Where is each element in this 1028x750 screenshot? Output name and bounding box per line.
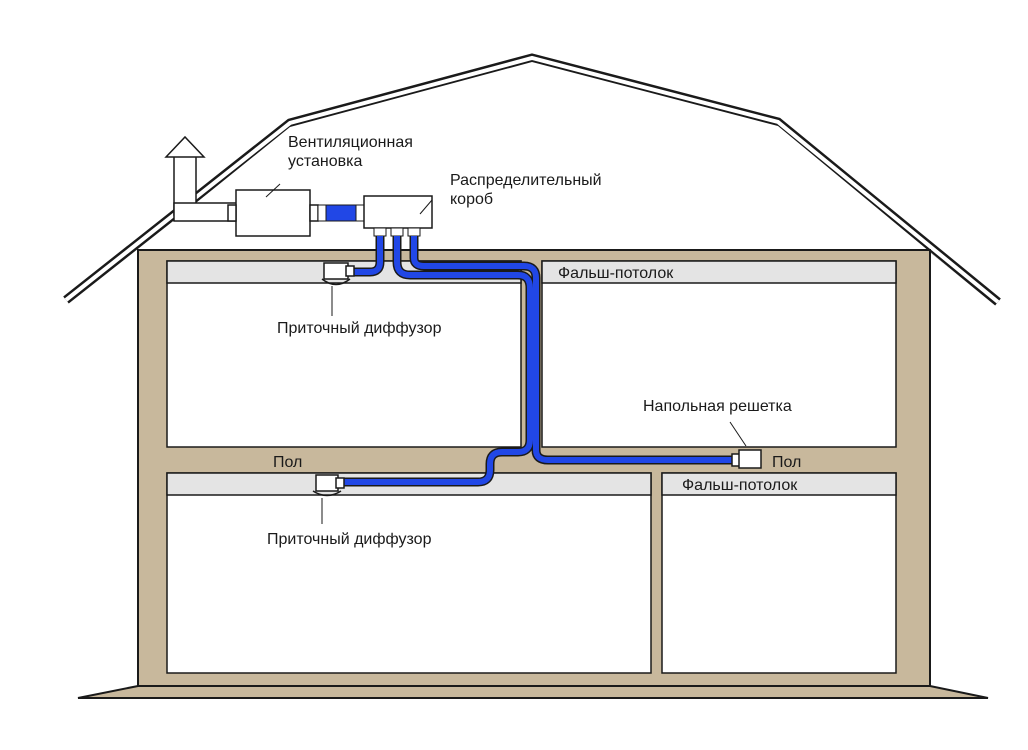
- ducts: [340, 236, 735, 485]
- supply-diffuser-upper: [321, 262, 355, 286]
- false-ceiling-upper-right: [541, 260, 897, 284]
- ventilation-unit-label: Вентиляционная установка: [288, 133, 413, 171]
- supply-diffuser-upper-label: Приточный диффузор: [277, 320, 442, 337]
- room-lower-right: [661, 472, 897, 674]
- room-lower-left: [166, 472, 652, 674]
- floor-grille-label: Напольная решетка: [643, 398, 792, 415]
- supply-diffuser-lower-label: Приточный диффузор: [267, 531, 432, 548]
- exhaust-pipe: [164, 135, 239, 222]
- distribution-box-label-line1: Распределительный: [450, 172, 602, 189]
- distribution-box-label-line2: короб: [450, 191, 494, 208]
- floor-left-label: Пол: [273, 454, 303, 471]
- unit-connector-left: [227, 204, 237, 222]
- unit-connector-right: [309, 204, 319, 222]
- false-ceiling-lower-label: Фальш-потолок: [682, 477, 798, 494]
- false-ceiling-lower-right: [661, 472, 897, 496]
- room-upper-left: [166, 260, 522, 448]
- floor-right-label: Пол: [772, 454, 802, 471]
- attic-fill: [76, 62, 988, 300]
- distribution-box-label: Распределительный короб: [450, 171, 602, 209]
- false-ceiling-upper-label: Фальш-потолок: [558, 265, 674, 282]
- leader-lines: [265, 183, 747, 524]
- floor-grille: [731, 449, 762, 469]
- ventilation-unit-label-line2: установка: [288, 153, 363, 170]
- ventilation-unit-label-line1: Вентиляционная: [288, 134, 413, 151]
- supply-diffuser-lower: [312, 474, 345, 497]
- foundation: [77, 685, 989, 699]
- room-upper-right: [541, 260, 897, 448]
- ventilation-unit: [235, 189, 311, 237]
- roof-inner: [64, 55, 1000, 304]
